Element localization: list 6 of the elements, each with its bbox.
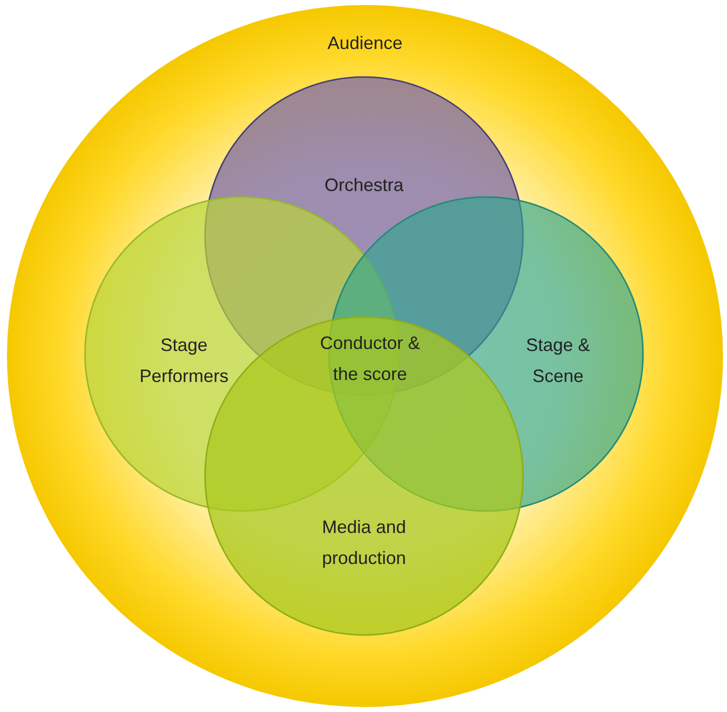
circle-label: Audience: [326, 32, 404, 55]
circle-label: Stage Performers: [138, 334, 230, 388]
circle-label: Stage & Scene: [524, 334, 592, 388]
circle-label: Media and production: [320, 516, 408, 570]
circle-label: Orchestra: [323, 174, 405, 197]
overlap-label: Conductor & the score: [318, 332, 422, 386]
